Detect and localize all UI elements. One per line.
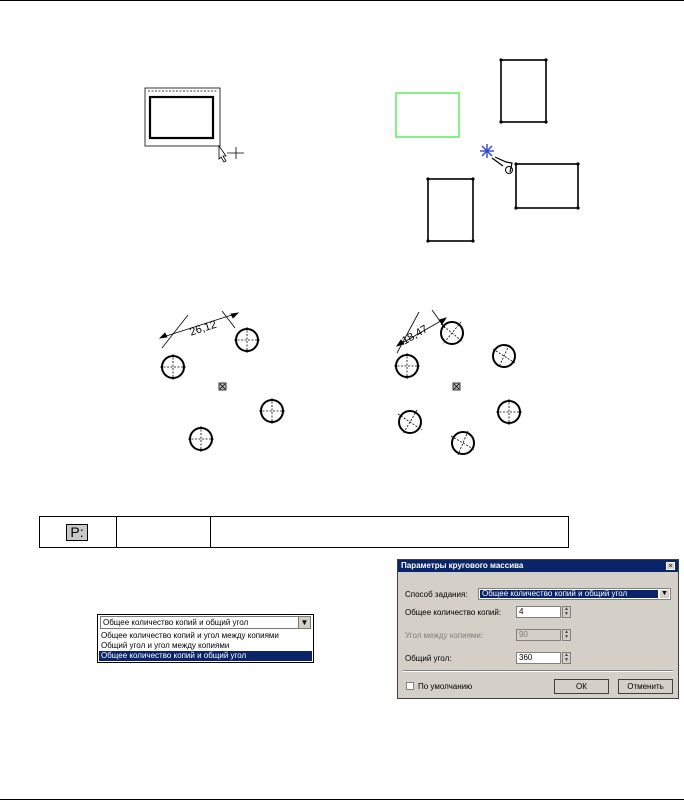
cursor-star-icon [480,144,494,158]
circular-array-dialog: Параметры кругового массива × Способ зад… [397,559,679,699]
strip-cell-button [40,517,117,547]
count-label: Общее количество копий: [405,608,502,617]
bottom-rule [0,799,684,800]
count-stepper[interactable]: ▲▼ [562,606,571,618]
dropdown-option[interactable]: Общий угол и угол между копиями [101,641,230,650]
top-rule [0,0,684,1]
step-angle-label: Угол между копиями: [405,631,484,640]
chevron-down-icon[interactable]: ▼ [660,590,669,598]
dimension-left: 26,12 [188,319,218,339]
parameter-strip: P: [39,516,569,548]
default-checkbox[interactable] [406,682,414,690]
dialog-separator [403,670,673,672]
method-label: Способ задания: [405,590,468,599]
dimension-right: 18,47 [400,323,430,347]
figure-holes-right: 18,47 [394,309,522,456]
dialog-title: Параметры кругового массива [398,560,678,572]
strip-cell-label [116,517,211,547]
figure-holes-left: 26,12 [158,310,285,452]
chevron-down-icon[interactable]: ▼ [298,616,311,629]
method-select-value[interactable]: Общее количество копий и общий угол [480,590,658,598]
dropdown-option-selected[interactable]: Общее количество копий и общий угол [99,651,312,661]
figure-rect-selection [144,87,244,163]
step-angle-stepper: ▲▼ [562,629,571,641]
close-icon[interactable]: × [666,562,675,570]
method-select[interactable]: Общее количество копий и общий угол ▼ [478,588,671,600]
dropdown-options: Общее количество копий и угол между копи… [99,631,312,661]
figure-rotate-rects [395,58,580,243]
total-angle-stepper[interactable]: ▲▼ [562,652,571,664]
dropdown-selected-value[interactable]: Общее количество копий и общий угол [100,616,299,629]
step-angle-input: 90 [516,629,561,641]
parameters-button[interactable]: P: [66,524,88,541]
default-label: По умолчанию [418,682,473,691]
count-input[interactable]: 4 [516,606,561,618]
dropdown-option[interactable]: Общее количество копий и угол между копи… [101,631,279,640]
cancel-button[interactable]: Отменить [618,679,673,694]
ok-button[interactable]: ОК [554,679,609,694]
total-angle-input[interactable]: 360 [516,652,561,664]
method-dropdown[interactable]: Общее количество копий и общий угол ▼ Об… [97,614,314,663]
total-angle-label: Общий угол: [405,654,452,663]
figures-drawing: 26,12 18,47 [144,58,580,456]
